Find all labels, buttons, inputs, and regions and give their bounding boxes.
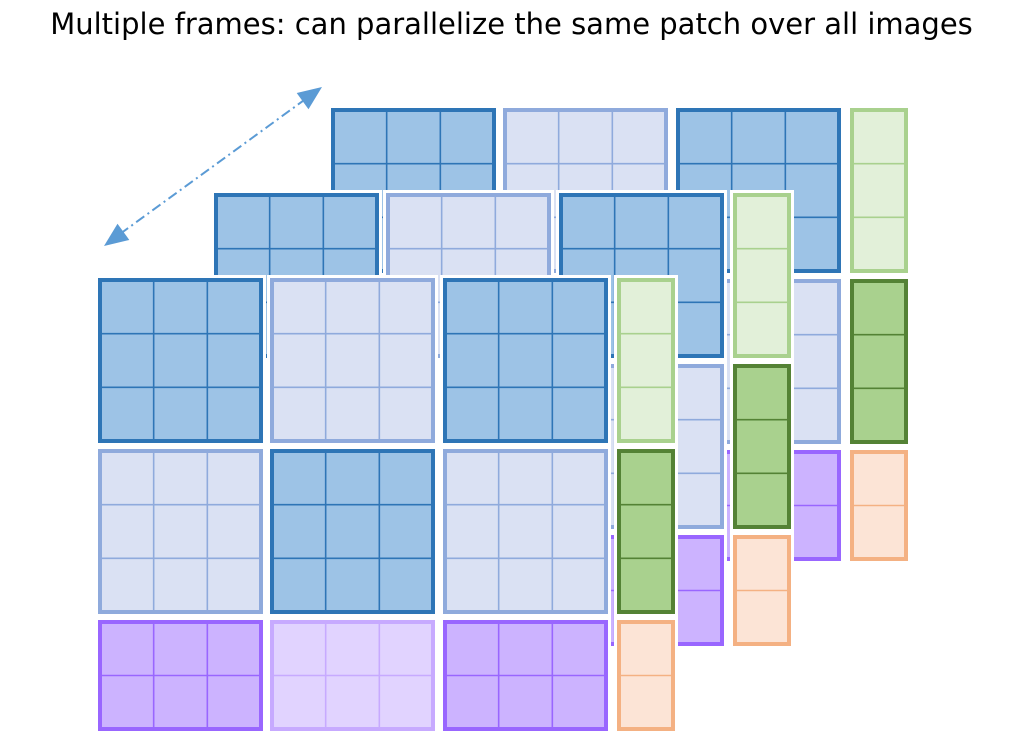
block-fill [735,195,789,356]
block-border [733,193,791,358]
block-border [270,449,435,614]
block-border [443,449,608,614]
block-fill [619,280,673,441]
block-fill [445,280,606,441]
depth-arrow [104,87,322,246]
block-border [443,620,608,731]
block-fill [100,451,261,612]
patch-block-green-light [730,190,794,361]
patch-block-green-light [614,275,678,446]
patch-block-purple [95,617,266,734]
block-border [443,278,608,443]
block-border [270,620,435,731]
patch-block-orange [614,617,678,734]
block-fill [852,110,906,271]
block-fill [272,451,433,612]
patch-block-green-dark [614,446,678,617]
slide-title: Multiple frames: can parallelize the sam… [50,7,973,41]
block-border [98,620,263,731]
block-fill [852,281,906,442]
patch-block-blue-light [267,275,438,446]
block-border [617,620,675,731]
block-fill [619,451,673,612]
patch-block-green-dark [847,276,911,447]
frames-stack [95,105,911,734]
patch-block-blue-dark [440,275,611,446]
block-border [617,449,675,614]
block-border [617,278,675,443]
patch-block-blue-dark [95,275,266,446]
patch-block-blue-light [440,446,611,617]
patch-block-blue-dark [267,446,438,617]
frame-front [95,275,678,734]
block-border [850,108,908,273]
block-border [98,449,263,614]
block-fill [735,366,789,527]
block-border [270,278,435,443]
block-border [733,364,791,529]
block-border [850,450,908,561]
block-border [733,535,791,646]
arrow-head-back [296,87,322,110]
arrow-head-front [104,223,130,246]
patch-block-purple [440,617,611,734]
patch-block-orange [730,532,794,649]
block-border [850,279,908,444]
arrow-shaft [119,97,308,235]
patch-block-purple-light [267,617,438,734]
block-fill [272,280,433,441]
patch-block-blue-light [95,446,266,617]
block-border [98,278,263,443]
block-fill [100,280,261,441]
patch-block-orange [847,447,911,564]
block-fill [445,451,606,612]
patch-block-green-dark [730,361,794,532]
patch-block-green-light [847,105,911,276]
